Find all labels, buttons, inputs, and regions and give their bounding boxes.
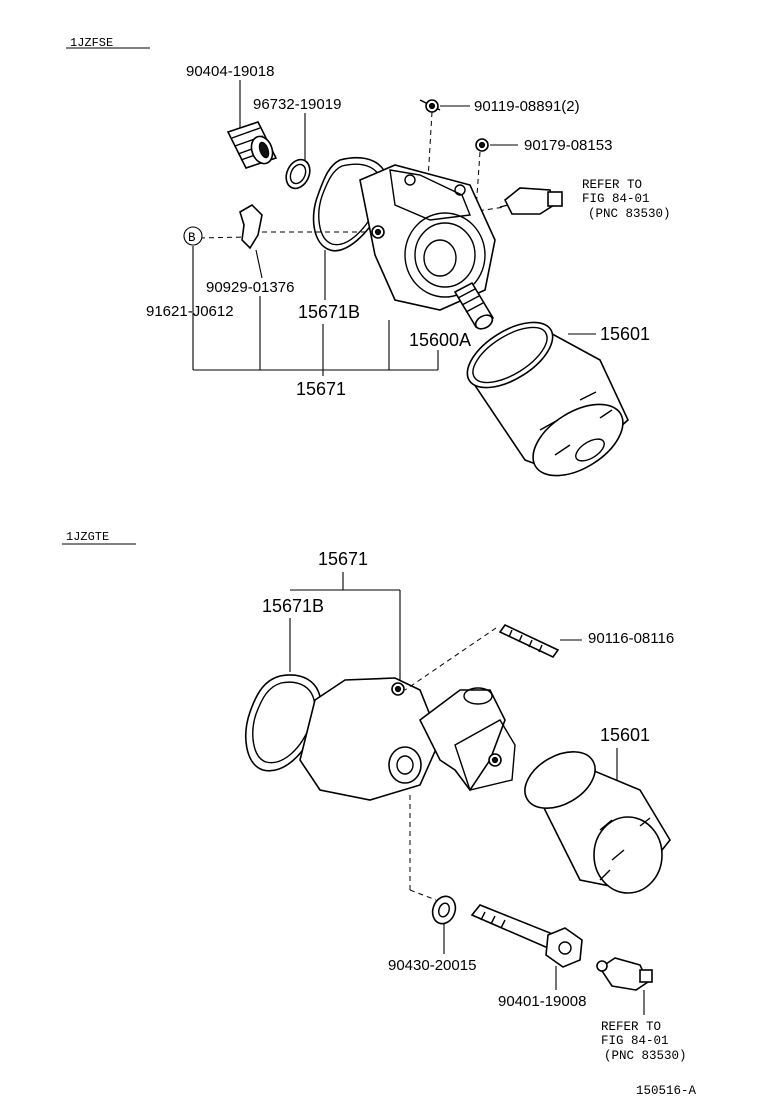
label-15671b-upper: 15671B xyxy=(298,302,360,322)
dash-90119 xyxy=(427,111,433,181)
section-1jzgte: 1JZGTE 15671 15671B xyxy=(62,530,687,1063)
union-bolt-15600a xyxy=(453,281,495,330)
dash-switch-upper xyxy=(469,206,506,213)
label-15671b-lower: 15671B xyxy=(262,596,324,616)
refer-to-lower: REFER TO xyxy=(601,1020,661,1034)
bolt-90119 xyxy=(419,99,441,113)
oil-filter-15601-lower xyxy=(524,751,671,894)
label-15671-lower: 15671 xyxy=(318,549,368,569)
label-15600a: 15600A xyxy=(409,330,471,350)
group-bracket-15671-lower xyxy=(289,572,401,680)
relief-valve-plug-90404 xyxy=(226,121,278,169)
oil-filter-bracket-lower xyxy=(299,677,516,801)
label-90404-19018: 90404-19018 xyxy=(186,63,274,80)
oil-pressure-switch-lower xyxy=(596,957,653,991)
fig-ref-lower: FIG 84-01 xyxy=(601,1034,669,1048)
label-90116-08116: 90116-08116 xyxy=(588,630,674,647)
label-15671-upper: 15671 xyxy=(296,379,346,399)
group-bracket-15671-upper xyxy=(192,246,439,376)
diagram-code: 150516-A xyxy=(636,1084,697,1098)
oil-filter-bracket-upper xyxy=(359,164,496,311)
label-15601-upper: 15601 xyxy=(600,324,650,344)
label-96732-19019: 96732-19019 xyxy=(253,96,341,113)
pnc-ref-upper: (PNC 83530) xyxy=(588,207,671,221)
union-bolt-90401 xyxy=(470,904,583,968)
marker-b: B xyxy=(188,231,196,245)
section-label-1jzfse: 1JZFSE xyxy=(70,36,113,50)
fig-ref-upper: FIG 84-01 xyxy=(582,192,650,206)
dash-90430-h xyxy=(409,889,437,901)
label-15601-lower: 15601 xyxy=(600,725,650,745)
dash-B-left xyxy=(199,236,246,239)
gasket-inner xyxy=(289,163,307,185)
oil-filter-15601-upper xyxy=(466,321,629,477)
gasket-15671b-lower xyxy=(245,674,322,772)
check-valve-90929 xyxy=(239,203,263,250)
section-1jzfse: 1JZFSE 90404-19018 96732-19019 90119-088… xyxy=(66,36,671,477)
refer-to-upper: REFER TO xyxy=(582,178,642,192)
pnc-ref-lower: (PNC 83530) xyxy=(604,1049,687,1063)
oil-pressure-switch-upper xyxy=(499,187,563,215)
section-label-1jzgte: 1JZGTE xyxy=(66,530,109,544)
label-90401-19008: 90401-19008 xyxy=(498,993,586,1010)
gasket-96732 xyxy=(285,158,311,190)
label-90179-08153: 90179-08153 xyxy=(524,137,612,154)
label-91621-j0612: 91621-J0612 xyxy=(146,303,234,320)
circle-b-marker xyxy=(183,226,203,246)
label-90430-20015: 90430-20015 xyxy=(388,957,476,974)
label-90929-01376: 90929-01376 xyxy=(206,279,294,296)
leader-90929 xyxy=(255,249,263,279)
stud-90116 xyxy=(498,623,560,659)
washer-90430 xyxy=(431,895,457,925)
dash-90116 xyxy=(404,627,497,691)
label-90119-08891: 90119-08891(2) xyxy=(474,98,580,115)
